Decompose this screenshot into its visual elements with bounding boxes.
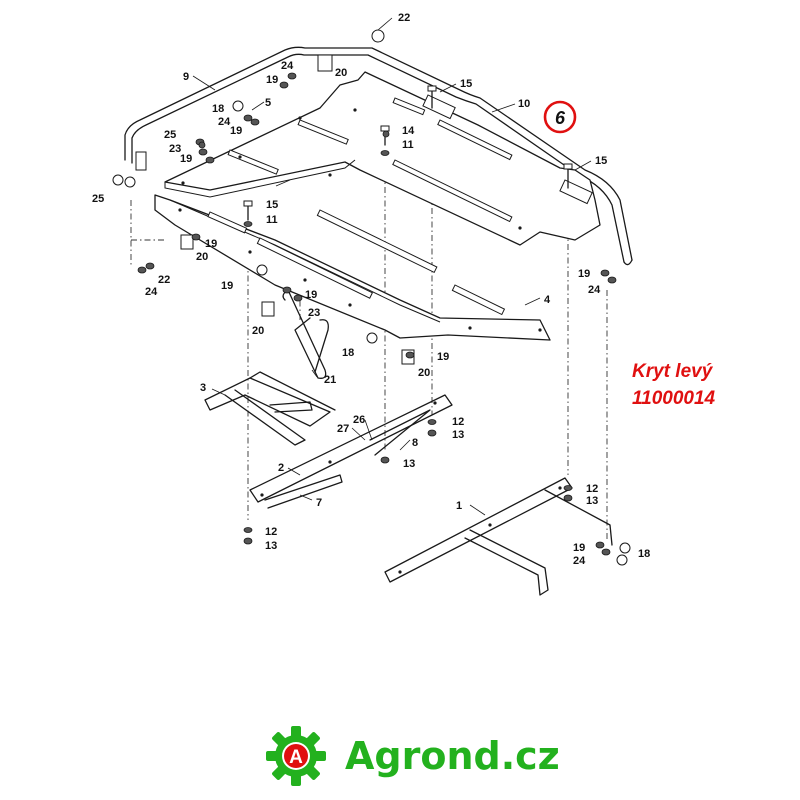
- part-label: 7: [316, 497, 322, 509]
- part-label: 25: [92, 193, 104, 205]
- part-label: 2: [278, 462, 284, 474]
- part-labels: 22 9 24 20 19 15 18 5 24 19 10 25 14 23 …: [92, 12, 650, 567]
- part-label: 19: [230, 125, 242, 137]
- bar-1: [384, 477, 613, 596]
- part-label: 19: [305, 289, 317, 301]
- part-label: 23: [308, 307, 320, 319]
- part-label: 24: [218, 116, 231, 128]
- part-label: 1: [456, 500, 462, 512]
- part-label: 15: [460, 78, 472, 90]
- part-label: 24: [588, 284, 601, 296]
- leader-lines: [192, 17, 592, 516]
- highlight-label: 6: [555, 108, 566, 128]
- part-label: 19: [180, 153, 192, 165]
- part-label: 22: [398, 12, 410, 24]
- hardware-fasteners: [112, 29, 631, 566]
- bar-2: [249, 394, 453, 509]
- part-label: 13: [586, 495, 598, 507]
- gear-icon: A: [266, 726, 326, 786]
- part-label: 20: [335, 67, 347, 79]
- part-label: 19: [221, 280, 233, 292]
- part-label: 13: [265, 540, 277, 552]
- part-label: 19: [266, 74, 278, 86]
- part-label: 12: [452, 416, 464, 428]
- hook-21: [282, 289, 329, 379]
- part-label: 12: [265, 526, 277, 538]
- part-label: 5: [265, 97, 271, 109]
- part-label: 19: [578, 268, 590, 280]
- part-label: 18: [212, 103, 224, 115]
- part-label: 12: [586, 483, 598, 495]
- part-label: 4: [544, 294, 551, 306]
- part-label: 13: [452, 429, 464, 441]
- part-label: 3: [200, 382, 206, 394]
- note-part-number: 11000014: [632, 388, 716, 409]
- part-label: 27: [337, 423, 349, 435]
- part-label: 19: [437, 351, 449, 363]
- part-label: 10: [518, 98, 530, 110]
- logo-letter: A: [289, 747, 303, 768]
- part-label: 26: [353, 414, 365, 426]
- part-label: 15: [595, 155, 607, 167]
- part-label: 20: [196, 251, 208, 263]
- part-label: 15: [266, 199, 278, 211]
- frame-3: [204, 371, 336, 446]
- part-label: 20: [252, 325, 264, 337]
- part-label: 22: [158, 274, 170, 286]
- part-label: 11: [402, 139, 414, 151]
- brand-logo: A Agrond.cz: [266, 726, 560, 786]
- tube-frame-9-10: [124, 46, 633, 266]
- part-label: 23: [169, 143, 181, 155]
- part-label: 13: [403, 458, 415, 470]
- part-label: 24: [573, 555, 586, 567]
- note-title: Kryt levý: [632, 361, 714, 382]
- part-label: 20: [418, 367, 430, 379]
- part-label: 9: [183, 71, 189, 83]
- part-label: 8: [412, 437, 418, 449]
- part-label: 24: [281, 60, 294, 72]
- part-label: 14: [402, 125, 415, 137]
- part-label: 18: [638, 548, 650, 560]
- part-label: 25: [164, 129, 176, 141]
- cover-plate-4: [154, 194, 551, 341]
- part-label: 19: [573, 542, 585, 554]
- part-label: 21: [324, 374, 336, 386]
- part-label: 19: [205, 238, 217, 250]
- cover-plate-5: [164, 71, 601, 246]
- part-label: 24: [145, 286, 158, 298]
- part-label: 18: [342, 347, 354, 359]
- part-note: Kryt levý 11000014: [632, 361, 716, 409]
- highlight-callout-6: 6: [543, 100, 577, 134]
- part-label: 11: [266, 214, 278, 226]
- brand-name: Agrond.cz: [345, 734, 560, 778]
